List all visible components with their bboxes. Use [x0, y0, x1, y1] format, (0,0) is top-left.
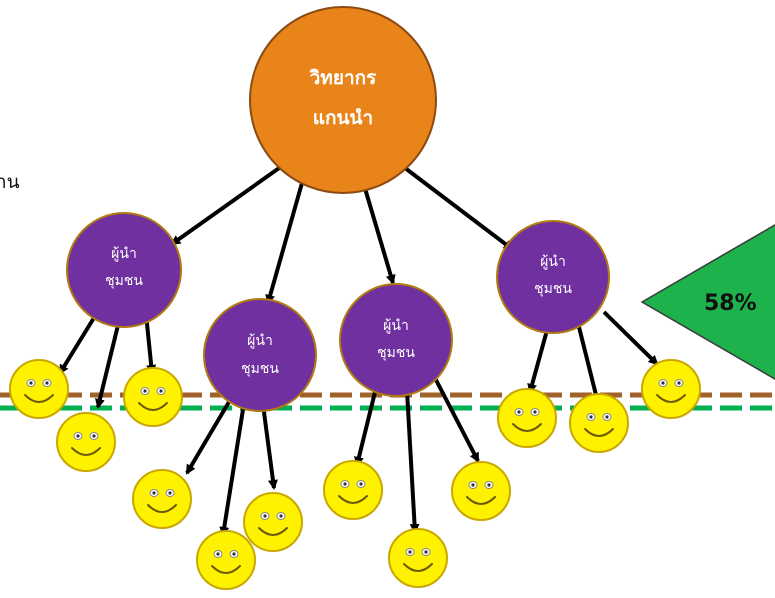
leader-node-3: ผู้นำ ชุมชน	[339, 283, 453, 397]
green-triangle	[640, 224, 775, 380]
arrow-leader4-face	[527, 322, 551, 394]
smiley-faces-group	[9, 359, 701, 590]
smiley-face-icon	[451, 461, 511, 521]
arrow-leader4-face	[602, 310, 659, 366]
arrow-root-to-leader-1	[170, 164, 284, 246]
leader-3-line2: ชุมชน	[377, 345, 415, 361]
smiley-face-icon	[123, 367, 183, 427]
arrows-group	[58, 164, 659, 537]
percentage-callout: 58%	[640, 224, 775, 380]
smiley-face-icon	[243, 492, 303, 552]
root-node: วิทยากร แกนนำ	[249, 6, 437, 194]
smiley-face-icon	[9, 359, 69, 419]
arrow-leader4-face	[576, 322, 601, 405]
leader-node-2: ผู้นำ ชุมชน	[203, 298, 317, 412]
leader-4-line1: ผู้นำ	[540, 254, 566, 270]
smiley-face-icon	[641, 359, 701, 419]
arrow-leader2-face	[219, 396, 247, 537]
arrow-root-to-leader-3	[362, 184, 396, 285]
arrow-leader2-face	[260, 396, 278, 490]
root-line1: วิทยากร	[309, 67, 377, 89]
side-text: ้าน	[0, 168, 20, 193]
leader-node-4: ผู้นำ ชุมชน	[496, 220, 610, 334]
arrow-root-to-leader-2	[265, 182, 304, 305]
leader-2-line1: ผู้นำ	[247, 333, 273, 349]
leader-4-line2: ชุมชน	[534, 281, 572, 297]
smiley-face-icon	[497, 388, 557, 448]
smiley-face-icon	[56, 412, 116, 472]
smiley-face-icon	[569, 393, 629, 453]
leader-1-line1: ผู้นำ	[111, 246, 137, 262]
leader-node-1: ผู้นำ ชุมชน	[66, 212, 182, 328]
smiley-face-icon	[323, 460, 383, 520]
arrow-leader3-face	[433, 377, 480, 463]
arrow-leader2-face	[185, 388, 238, 475]
percentage-label: 58%	[704, 291, 757, 316]
arrow-leader1-face	[144, 313, 157, 375]
leader-1-line2: ชุมชน	[105, 273, 143, 289]
smiley-face-icon	[388, 528, 448, 588]
leader-2-line2: ชุมชน	[241, 361, 279, 377]
arrow-root-to-leader-4	[403, 166, 514, 251]
arrow-leader3-face	[405, 390, 420, 534]
smiley-face-icon	[132, 469, 192, 529]
arrow-leader3-face	[354, 387, 378, 467]
arrow-leader1-face	[95, 316, 122, 409]
smiley-face-icon	[196, 530, 256, 590]
root-line2: แกนนำ	[313, 107, 373, 129]
leader-3-line1: ผู้นำ	[383, 318, 409, 334]
